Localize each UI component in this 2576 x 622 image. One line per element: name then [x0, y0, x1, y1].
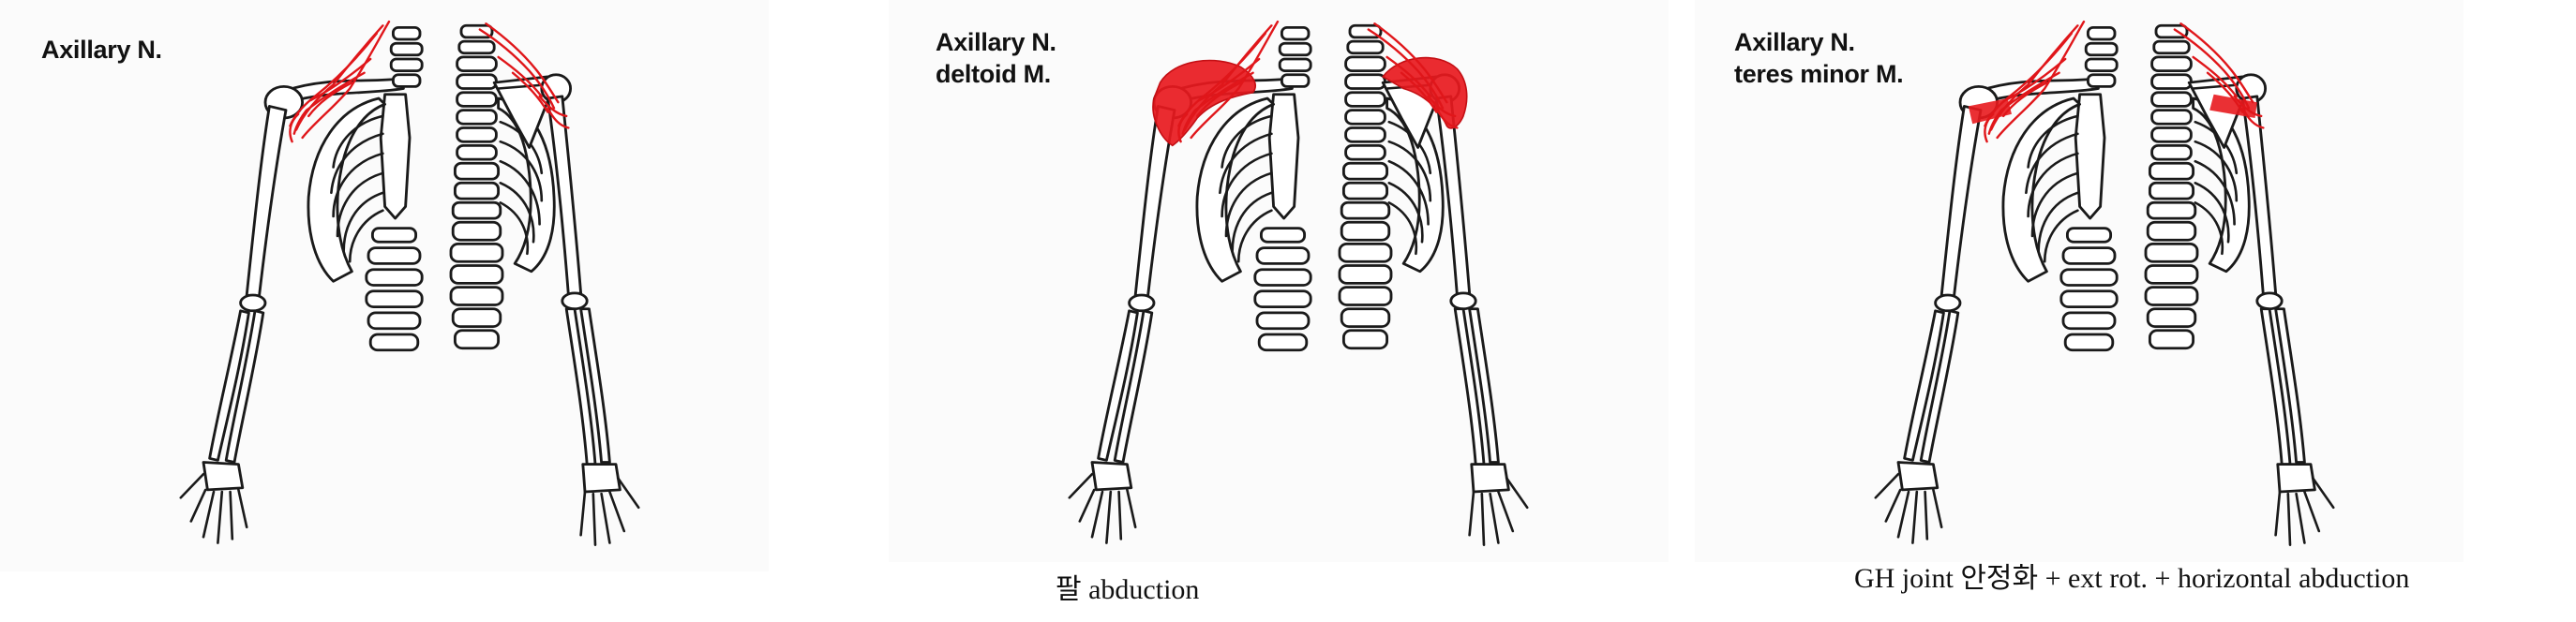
panel-title: Axillary N. teres minor M.: [1734, 26, 1904, 90]
title-line-1: Axillary N.: [41, 36, 162, 64]
skeleton-illustration: [1068, 20, 1529, 547]
skeleton-illustration: [179, 20, 640, 547]
diagram-panel-deltoid: Axillary N. deltoid M.: [889, 0, 1669, 562]
title-line-2: deltoid M.: [936, 60, 1051, 88]
panel-title: Axillary N.: [41, 34, 162, 66]
title-line-1: Axillary N.: [936, 28, 1056, 56]
skeleton-illustration: [1874, 20, 2335, 547]
diagram-panel-teres-minor: Axillary N. teres minor M.: [1695, 0, 2464, 562]
caption-teres-minor-function: GH joint 안정화 + ext rot. + horizontal abd…: [1854, 563, 2410, 594]
title-line-2: teres minor M.: [1734, 60, 1904, 88]
title-line-1: Axillary N.: [1734, 28, 1855, 56]
diagram-panel-axillary-nerve: Axillary N.: [0, 0, 769, 571]
panel-title: Axillary N. deltoid M.: [936, 26, 1056, 90]
caption-deltoid-function: 팔 abduction: [1056, 574, 1200, 605]
